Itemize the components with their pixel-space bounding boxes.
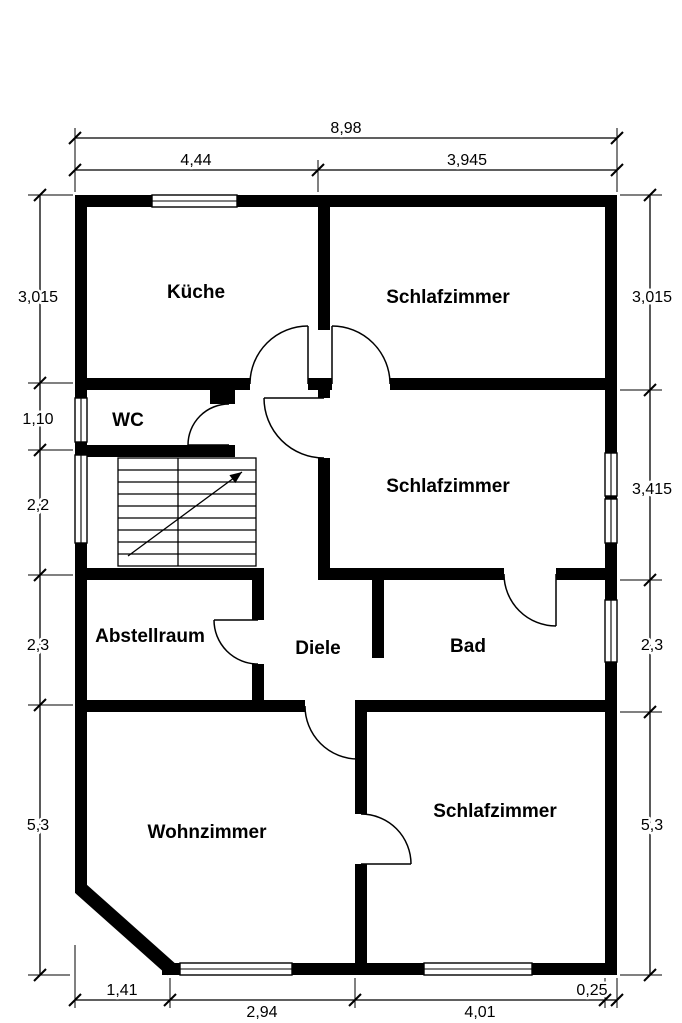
room-label-bad: Bad <box>450 636 486 657</box>
door-bedroom1 <box>331 325 391 385</box>
dim-bottom-1: 1,41 <box>106 982 137 999</box>
dim-top-left: 4,44 <box>180 152 211 169</box>
dim-right-2: 3,415 <box>632 481 672 498</box>
dimension-right: 3,015 3,415 2,3 5,3 <box>620 188 675 982</box>
dim-bottom-3: 4,01 <box>464 1004 495 1021</box>
stair-outline <box>117 457 257 567</box>
wall-segment <box>355 712 367 814</box>
room-label-diele: Diele <box>295 638 340 659</box>
wall-segment <box>87 700 305 712</box>
door-bath <box>503 573 557 627</box>
room-label-kueche: Küche <box>167 282 225 303</box>
window-bedroom2-b <box>604 498 618 544</box>
wall-segment <box>372 580 384 658</box>
outer-walls <box>75 195 617 976</box>
room-label-abstellraum: Abstellraum <box>95 626 205 647</box>
dimension-top: 8,98 4,44 3,945 <box>68 118 624 192</box>
stair-direction-line <box>127 471 243 557</box>
door-livingroom <box>304 705 359 760</box>
wall-segment <box>390 378 605 390</box>
dim-left-5: 5,3 <box>27 817 49 834</box>
door-bedroom3 <box>360 813 412 865</box>
dim-right-1: 3,015 <box>632 289 672 306</box>
interior-walls <box>87 207 605 963</box>
wall-segment <box>318 390 330 398</box>
dim-right-3: 2,3 <box>641 637 663 654</box>
wall-segment <box>252 580 264 620</box>
wall-segment <box>355 700 605 712</box>
window-livingroom <box>179 962 293 976</box>
wall-segment <box>87 568 264 580</box>
door-kitchen <box>249 325 309 385</box>
dim-top-right: 3,945 <box>447 152 487 169</box>
wall-segment <box>330 568 504 580</box>
room-label-schlafzimmer-3: Schlafzimmer <box>433 801 557 822</box>
dim-top-total: 8,98 <box>330 120 361 137</box>
windows <box>74 194 618 976</box>
stair-arrow-icon <box>229 472 242 484</box>
dim-bottom-2: 2,94 <box>246 1004 277 1021</box>
wall-right <box>605 195 617 975</box>
dim-right-4: 5,3 <box>641 817 663 834</box>
window-kitchen <box>151 194 238 208</box>
wall-segment <box>308 378 332 390</box>
window-stairs <box>74 454 88 544</box>
doors <box>187 325 557 865</box>
wall-segment <box>355 864 367 963</box>
window-bath <box>604 599 618 663</box>
wall-segment <box>87 378 250 390</box>
wall-chamfer <box>75 882 177 976</box>
window-bedroom3 <box>423 962 533 976</box>
door-storage <box>213 619 259 665</box>
wall-left <box>75 195 87 893</box>
dim-left-1: 3,015 <box>18 289 58 306</box>
window-bedroom2-a <box>604 452 618 497</box>
window-wc <box>74 397 88 443</box>
dim-left-2: 1,10 <box>22 411 53 428</box>
wall-segment <box>556 568 605 580</box>
room-label-wohnzimmer: Wohnzimmer <box>148 822 268 843</box>
room-label-schlafzimmer-2: Schlafzimmer <box>386 476 510 497</box>
wall-segment <box>210 390 235 404</box>
wall-segment <box>318 458 330 580</box>
staircase <box>117 457 257 567</box>
wall-segment <box>87 445 235 457</box>
room-labels: Küche Schlafzimmer WC Schlafzimmer Abste… <box>95 282 557 843</box>
dim-left-4: 2,3 <box>27 637 49 654</box>
room-label-schlafzimmer-1: Schlafzimmer <box>386 287 510 308</box>
dim-bottom-4: 0,25 <box>576 982 607 999</box>
dim-left-3: 2,2 <box>27 497 49 514</box>
door-wc <box>187 403 230 446</box>
wall-segment <box>318 207 330 330</box>
dimension-bottom: 1,41 2,94 4,01 0,25 <box>68 945 624 1023</box>
door-bedroom2 <box>263 397 325 459</box>
dimension-left: 3,015 1,10 2,2 2,3 5,3 <box>15 188 73 982</box>
room-label-wc: WC <box>112 410 144 431</box>
